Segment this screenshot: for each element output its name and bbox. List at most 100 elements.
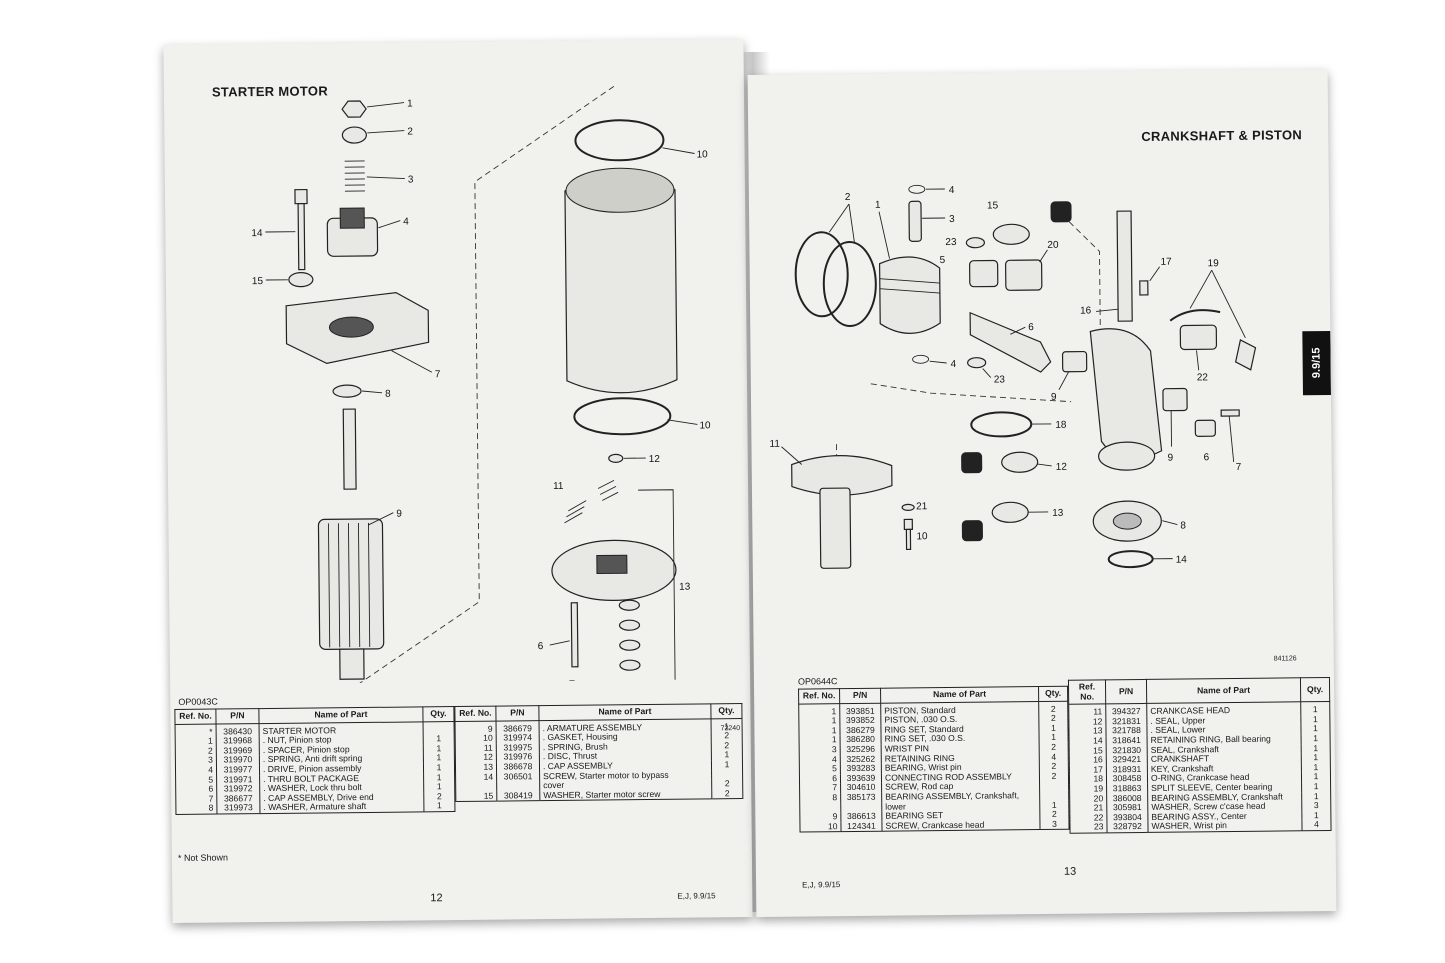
svg-text:3: 3 [949,214,955,225]
col-qty: Qty. [1038,686,1068,702]
svg-text:6: 6 [1204,452,1210,463]
pn-cell: 328792 [1106,821,1149,833]
qty-cell: 2 [1039,771,1069,782]
qty-cell: 1 [423,801,455,812]
svg-text:14: 14 [251,228,263,239]
svg-text:12: 12 [649,454,661,465]
svg-text:21: 21 [916,501,928,512]
svg-text:15: 15 [252,276,264,287]
ref-no-cell: 8 [175,803,217,815]
svg-text:10: 10 [699,420,711,431]
svg-text:6: 6 [538,641,544,652]
svg-text:23: 23 [994,374,1006,385]
col-pn: P/N [839,688,881,704]
qty-cell: 4 [1301,819,1332,831]
col-pn: P/N [215,708,260,724]
svg-text:9: 9 [396,509,402,520]
col-pn: P/N [495,705,540,721]
svg-text:16: 16 [1080,305,1092,316]
image-code: 841126 [1273,655,1297,663]
crankshaft-piston-exploded-view: 2 1 4 4 3 23 23 5 6 15 20 [769,184,1257,569]
left-page: STARTER MOTOR 1 2 3 4 14 15 7 8 [163,38,753,924]
ref-no-cell: 23 [1069,822,1108,834]
page-footer: E,J, 9.9/15 [802,880,841,890]
section-tab: 9.9/15 [1302,330,1331,396]
pn-cell: 394327 [1105,703,1147,718]
svg-text:1: 1 [407,98,413,109]
svg-text:13: 13 [1052,508,1064,519]
svg-text:4: 4 [951,359,957,370]
diagram-code: OP0644C [797,676,838,687]
svg-text:7: 7 [1236,462,1242,473]
svg-text:9: 9 [1051,392,1057,403]
part-name-cell: . WASHER, Armature shaft [259,801,424,814]
pn-cell: 319973 [216,803,260,814]
col-qty: Qty. [1300,677,1330,702]
ref-no-cell: 14 [455,771,497,783]
svg-text:8: 8 [385,389,391,400]
page-number: 13 [1063,865,1077,878]
col-ref-no: Ref. No. [454,706,497,722]
svg-text:14: 14 [1176,554,1188,565]
right-page: CRANKSHAFT & PISTON 9.9/15 2 1 4 4 3 23 … [747,68,1337,918]
svg-text:10: 10 [697,149,709,160]
svg-text:10: 10 [916,531,928,542]
pn-cell: 308419 [496,790,540,802]
svg-text:15: 15 [987,200,999,211]
svg-text:2: 2 [845,192,851,203]
svg-text:11: 11 [553,481,564,492]
svg-text:7: 7 [435,369,441,380]
col-pn: P/N [1105,679,1147,705]
part-name-cell: SCREW, Crankcase head [881,819,1041,832]
svg-text:3: 3 [408,174,414,185]
page-number: 12 [430,892,443,905]
col-ref-no: Ref. No. [174,709,217,725]
part-name-cell: WASHER, Starter motor screw [539,789,712,802]
qty-cell [1039,781,1069,791]
svg-text:11: 11 [769,439,780,450]
col-qty: Qty. [422,706,455,722]
svg-text:22: 22 [1197,372,1209,383]
ref-no-cell: 8 [799,792,841,804]
svg-text:17: 17 [1161,257,1173,268]
svg-text:13: 13 [679,582,691,593]
svg-text:8: 8 [1180,520,1186,531]
svg-text:18: 18 [1055,420,1067,431]
col-name: Name of Part [1146,677,1301,704]
svg-text:2: 2 [407,126,413,137]
page-footer: E,J, 9.9/15 [677,891,716,901]
pn-cell: 385173 [840,792,882,803]
svg-text:1: 1 [875,200,881,211]
ref-no-cell: 10 [799,821,842,833]
ref-no-cell: 15 [455,790,497,802]
pn-cell: 124341 [840,820,883,832]
qty-cell: 1 [711,759,743,770]
svg-text:12: 12 [1056,462,1068,473]
not-shown-note: * Not Shown [177,852,229,863]
qty-cell: 1 [1300,701,1330,716]
svg-text:19: 19 [1208,258,1220,269]
diagram-code: OP0043C [178,696,218,707]
col-ref-no: Ref. No. [1068,679,1106,705]
col-ref-no: Ref. No. [798,688,840,704]
svg-text:9: 9 [1168,453,1174,464]
qty-cell: 2 [711,788,743,800]
starter-motor-exploded-view: 1 2 3 4 14 15 7 8 9 10 [251,85,711,686]
pn-cell: 306501 [496,771,540,782]
svg-text:23: 23 [945,237,957,248]
col-name: Name of Part [880,686,1039,703]
svg-text:20: 20 [1047,240,1059,251]
part-name-cell: WASHER, Wrist pin [1147,820,1303,833]
svg-text:4: 4 [403,216,409,227]
col-qty: Qty. [710,703,742,719]
qty-cell: 3 [1039,819,1070,830]
svg-text:4: 4 [949,185,955,196]
